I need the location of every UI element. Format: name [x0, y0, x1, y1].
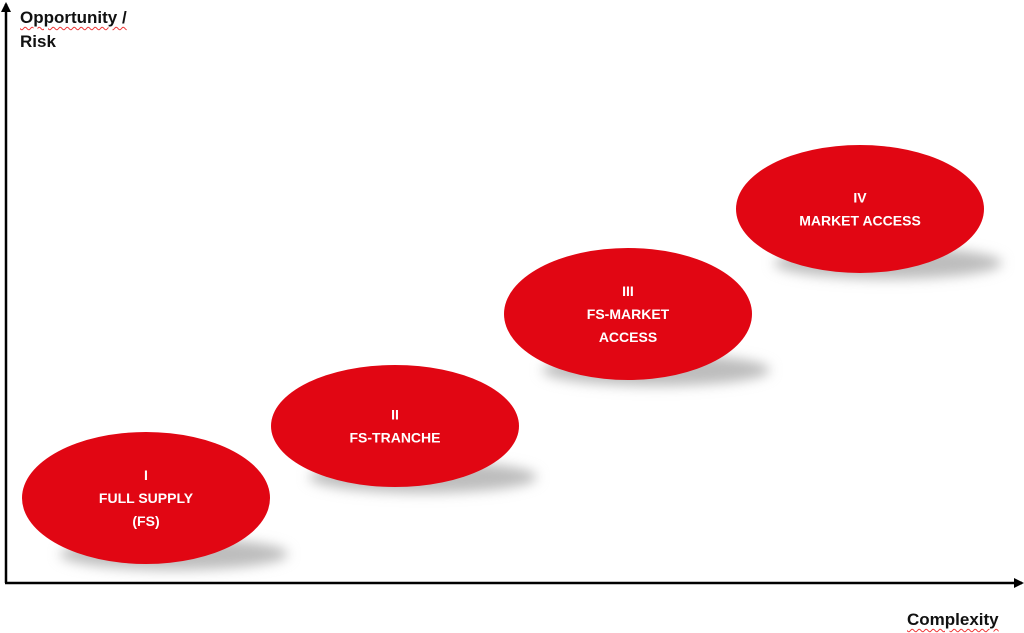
x-axis-label: Complexity	[907, 610, 999, 629]
stage-label-line: II	[391, 407, 399, 423]
stage-label-line: MARKET ACCESS	[799, 213, 921, 229]
stage-label-line: (FS)	[132, 513, 159, 529]
stage-label-line: FULL SUPPLY	[99, 490, 194, 506]
stage-label-line: ACCESS	[599, 329, 657, 345]
y-axis-label-line2: Risk	[20, 32, 56, 51]
ellipse-shape	[504, 248, 752, 380]
ellipse-shape	[22, 432, 270, 564]
stage-label-line: III	[622, 283, 634, 299]
stage-ellipse-3: III FS-MARKET ACCESS	[504, 248, 770, 386]
stage-ellipse-4: IV MARKET ACCESS	[736, 145, 1002, 279]
ellipse-shape	[271, 365, 519, 487]
ellipse-shape	[736, 145, 984, 273]
stage-label-line: FS-MARKET	[587, 306, 670, 322]
stage-ellipse-1: I FULL SUPPLY (FS)	[22, 432, 288, 570]
stage-ellipse-2: II FS-TRANCHE	[271, 365, 537, 493]
stage-label-line: I	[144, 467, 148, 483]
stage-label-line: IV	[853, 190, 867, 206]
stage-label-line: FS-TRANCHE	[350, 430, 441, 446]
y-axis-label-line1: Opportunity /	[20, 8, 127, 27]
y-axis-label: Opportunity / Risk	[20, 6, 127, 54]
